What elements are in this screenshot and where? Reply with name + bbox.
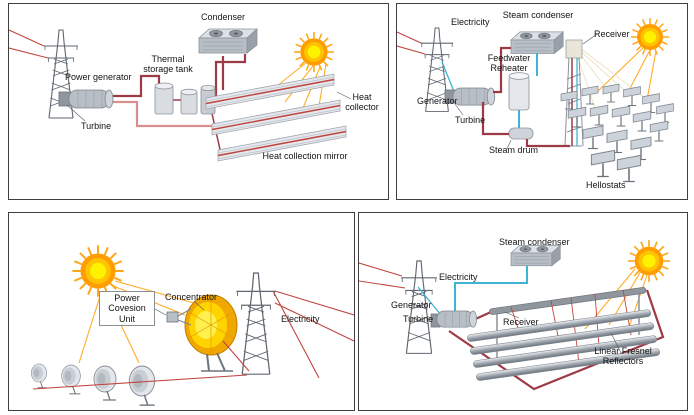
pipes	[481, 46, 570, 148]
fresnel-mirror-rows	[467, 309, 661, 381]
label-electricity: Electricity	[281, 314, 320, 324]
receiver-tower	[564, 39, 584, 147]
heliostat-field	[560, 83, 674, 183]
label-electricity: Electricity	[439, 272, 478, 282]
label-thermal-storage-tank: Thermal storage tank	[143, 54, 193, 75]
concentrator-dish	[184, 294, 238, 372]
label-concentrator: Concentrator	[165, 292, 218, 302]
label-condenser: Condenser	[200, 12, 246, 22]
power-lines	[359, 262, 406, 289]
label-receiver: Receiver	[594, 29, 630, 39]
trough-mirror-field	[205, 73, 347, 162]
label-linear-fresnel-reflectors: Linear Fresnel Reflectors	[594, 346, 652, 367]
label-electricity: Electricity	[451, 17, 490, 27]
label-leaders	[427, 311, 622, 354]
linear-fresnel-diagram	[359, 239, 671, 391]
dish-collectors	[30, 363, 156, 406]
panel-parabolic-dish: Power Covesion Unit Concentrator Electri…	[8, 212, 355, 411]
feedwater-reheater-vessel	[508, 72, 530, 111]
sun-icon	[293, 31, 335, 73]
return-pipe	[113, 100, 215, 128]
solar-tower-diagram	[397, 17, 674, 183]
panel-parabolic-trough: Condenser Thermal storage tank Power gen…	[8, 3, 389, 200]
power-conversion-unit	[166, 308, 192, 326]
label-power-generator: Power generator	[65, 72, 132, 82]
parabolic-dish-diagram	[30, 244, 354, 406]
label-heat-collector: Heat collector	[345, 92, 379, 113]
label-power-conversion-unit: Power Covesion Unit	[99, 291, 155, 327]
label-receiver: Receiver	[503, 317, 539, 327]
label-feedwater-reheater: Feedwater Reheater	[487, 53, 531, 74]
electric-cable	[441, 61, 456, 95]
steam-condenser-unit	[510, 244, 561, 267]
sun-icon	[627, 239, 671, 283]
reflected-beams	[575, 47, 650, 115]
panel-linear-fresnel: Steam condenser Electricity Generator Tu…	[358, 212, 688, 411]
generator-unit	[68, 89, 114, 109]
label-steam-drum: Steam drum	[489, 145, 539, 155]
label-generator: Generator	[417, 96, 458, 106]
transmission-tower-icon	[235, 272, 277, 375]
power-lines	[32, 290, 354, 390]
label-leaders	[154, 300, 205, 316]
sun-icon	[71, 244, 125, 298]
panel-solar-tower: Electricity Steam condenser Receiver Fee…	[396, 3, 688, 200]
steam-drum-unit	[508, 127, 534, 140]
condenser-unit	[198, 28, 258, 54]
label-leaders	[66, 91, 352, 122]
label-turbine: Turbine	[455, 115, 486, 125]
label-leaders	[454, 33, 598, 150]
power-lines	[9, 29, 49, 59]
generator-unit	[436, 310, 477, 328]
label-turbine: Turbine	[403, 314, 434, 324]
power-lines	[397, 31, 426, 55]
label-generator: Generator	[391, 300, 432, 310]
label-heliostats: Hellostats	[586, 180, 626, 190]
generator-unit	[452, 87, 496, 106]
parabolic-trough-diagram	[9, 28, 352, 162]
label-steam-condenser: Steam condenser	[499, 237, 570, 247]
label-heat-collection-mirror: Heat collection mirror	[262, 151, 348, 161]
label-turbine: Turbine	[81, 121, 112, 131]
steam-condenser-unit	[510, 31, 564, 54]
electric-cable	[417, 286, 442, 316]
label-steam-condenser: Steam condenser	[502, 10, 574, 20]
